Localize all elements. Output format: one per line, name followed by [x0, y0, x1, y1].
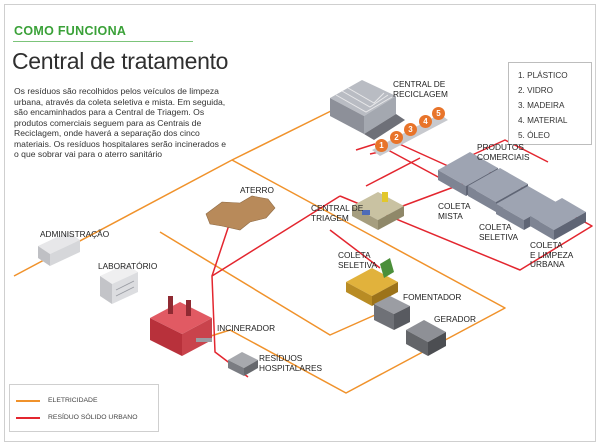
laboratory-building — [100, 264, 138, 304]
section-tag: COMO FUNCIONA — [14, 24, 127, 38]
label-fomentador: FOMENTADOR — [403, 292, 462, 303]
material-bin-2: 2 — [390, 131, 403, 144]
label-text: INCINERADOR — [217, 323, 276, 333]
label-aterro: ATERRO — [240, 185, 274, 196]
label-text: LABORATÓRIO — [98, 261, 158, 271]
intro-text: Os resíduos são recolhidos pelos veículo… — [14, 86, 232, 160]
legend-item: 4. MATERIAL — [518, 116, 568, 125]
label-laboratorio: LABORATÓRIO — [98, 261, 158, 272]
infographic-frame — [4, 4, 596, 442]
legend-item: 2. VIDRO — [518, 86, 554, 95]
line-key: ELETRICIDADE RESÍDUO SÓLIDO URBANO — [9, 384, 159, 432]
material-bin-3: 3 — [404, 123, 417, 136]
material-bin-5: 5 — [432, 107, 445, 120]
legend-item: 5. ÓLEO — [518, 131, 550, 140]
label-text: ADMINISTRAÇÃO — [40, 229, 110, 239]
label-text: COLETA E LIMPEZA URBANA — [530, 240, 574, 270]
label-text: COLETA SELETIVA — [479, 222, 519, 242]
label-coleta-mista: COLETA MISTA — [438, 201, 471, 221]
hospital-waste-building — [228, 352, 258, 376]
intro-paragraph: Os resíduos são recolhidos pelos veículo… — [14, 86, 227, 159]
commercial-warehouses — [438, 152, 586, 240]
key-row-electricity: ELETRICIDADE — [16, 397, 97, 404]
page-title: Central de tratamento — [12, 48, 229, 74]
section-divider — [13, 41, 193, 42]
label-coleta-limpeza-urbana: COLETA E LIMPEZA URBANA — [530, 240, 574, 270]
legend-item: 3. MADEIRA — [518, 101, 565, 110]
label-produtos-comerciais: PRODUTOS COMERCIAIS — [477, 142, 530, 162]
label-administracao: ADMINISTRAÇÃO — [40, 229, 110, 240]
selective-collection-shed — [346, 258, 398, 306]
label-text: RESÍDUOS HOSPITALARES — [259, 353, 323, 373]
waste-swatch — [16, 416, 40, 419]
materials-legend: 1. PLÁSTICO 2. VIDRO 3. MADEIRA 4. MATER… — [508, 62, 592, 145]
label-gerador: GERADOR — [434, 314, 476, 325]
sorting-center — [352, 192, 404, 230]
recycling-center-building — [330, 80, 405, 140]
landfill-area — [205, 195, 276, 231]
material-bin-4: 4 — [419, 115, 432, 128]
label-text: PRODUTOS COMERCIAIS — [477, 142, 530, 162]
material-bin-1: 1 — [375, 139, 388, 152]
administration-building — [38, 232, 80, 266]
label-text: ATERRO — [240, 185, 274, 195]
label-text: GERADOR — [434, 314, 476, 324]
label-coleta-seletiva-center: COLETA SELETIVA — [338, 250, 378, 270]
label-text: COLETA MISTA — [438, 201, 471, 221]
label-coleta-seletiva-right: COLETA SELETIVA — [479, 222, 519, 242]
label-text: COLETA SELETIVA — [338, 250, 378, 270]
key-row-waste: RESÍDUO SÓLIDO URBANO — [16, 414, 138, 421]
electricity-swatch — [16, 399, 40, 402]
label-residuos-hospitalares: RESÍDUOS HOSPITALARES — [259, 353, 323, 373]
key-label: RESÍDUO SÓLIDO URBANO — [48, 414, 138, 421]
fomentador-building — [374, 296, 410, 330]
generator-building — [406, 320, 446, 356]
label-central-reciclagem: CENTRAL DE RECICLAGEM — [393, 79, 448, 99]
incinerator-building — [150, 296, 212, 356]
legend-item: 1. PLÁSTICO — [518, 71, 568, 80]
label-text: FOMENTADOR — [403, 292, 462, 302]
label-text: CENTRAL DE TRIAGEM — [311, 203, 364, 223]
label-central-triagem: CENTRAL DE TRIAGEM — [311, 203, 364, 223]
label-incinerador: INCINERADOR — [217, 323, 276, 334]
label-text: CENTRAL DE RECICLAGEM — [393, 79, 448, 99]
key-label: ELETRICIDADE — [48, 397, 98, 404]
